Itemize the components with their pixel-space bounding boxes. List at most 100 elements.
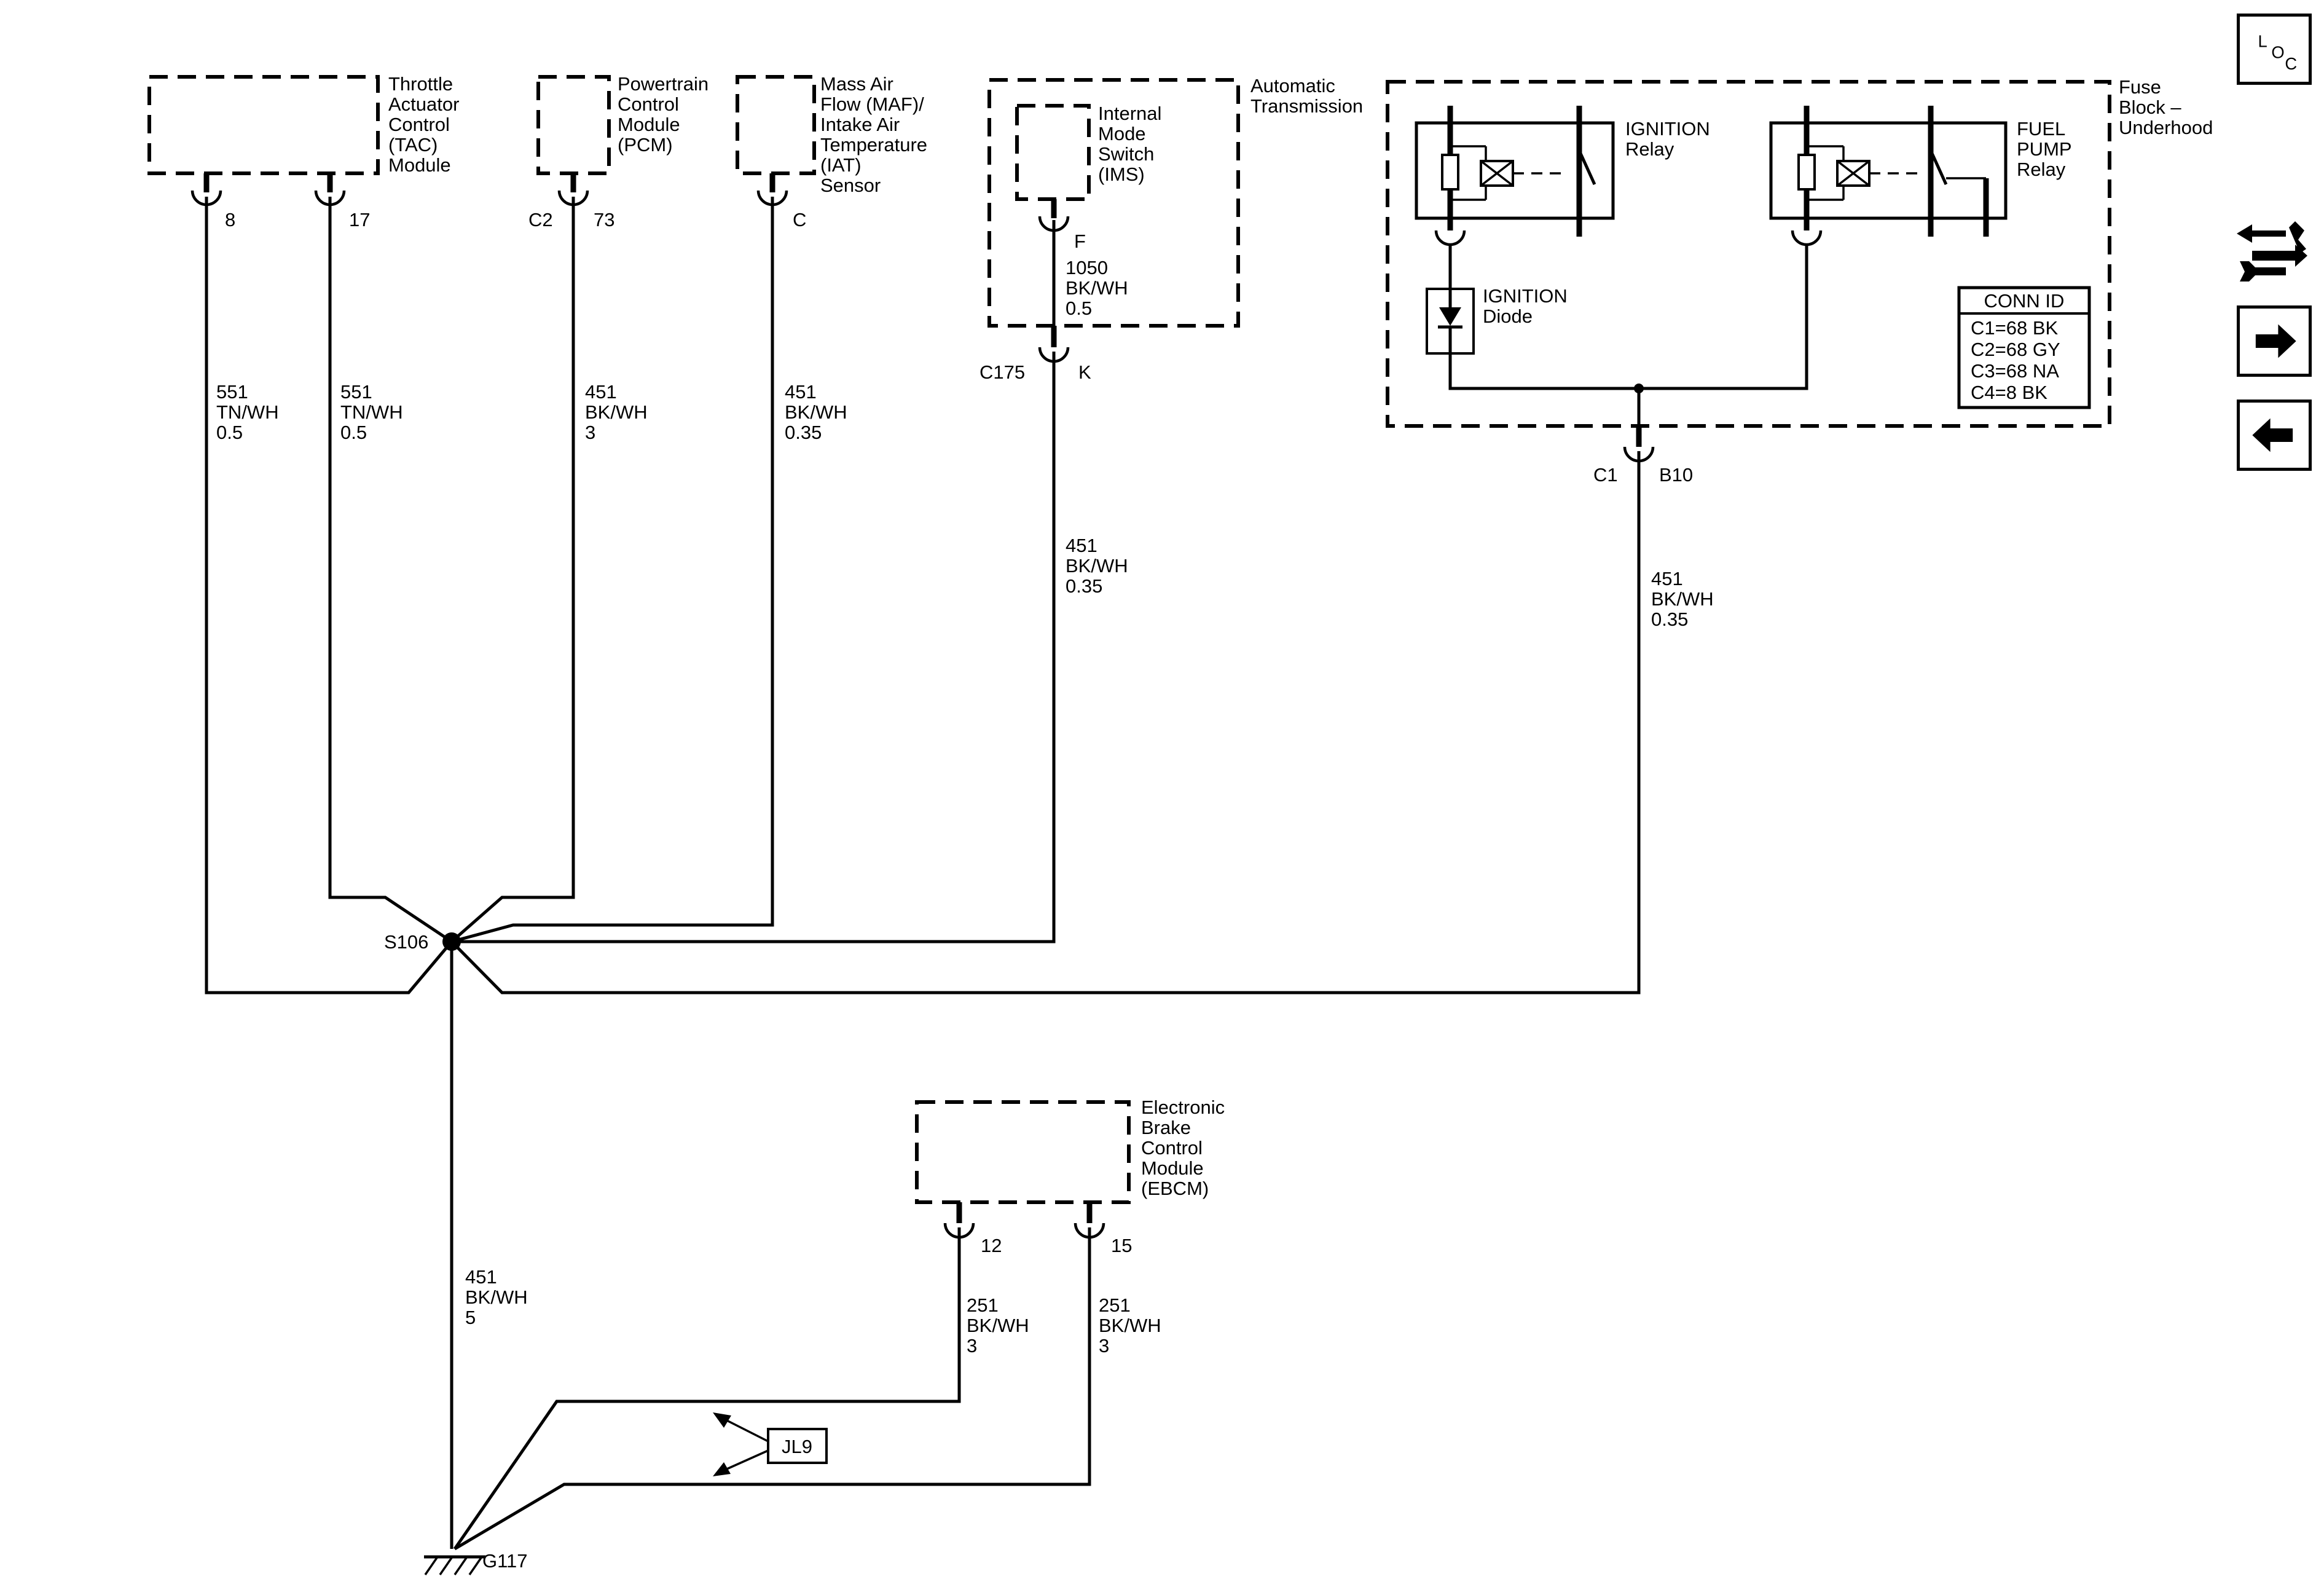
svg-text:Throttle: Throttle	[388, 73, 453, 95]
pin-label: 73	[594, 209, 614, 230]
svg-text:3: 3	[967, 1335, 977, 1357]
svg-text:Transmission: Transmission	[1250, 95, 1363, 117]
svg-text:BK/WH: BK/WH	[1066, 277, 1128, 299]
svg-text:BK/WH: BK/WH	[967, 1315, 1029, 1336]
arrow-right-icon	[2255, 324, 2296, 358]
svg-text:Sensor: Sensor	[820, 175, 881, 196]
svg-text:(TAC): (TAC)	[388, 134, 438, 156]
svg-text:Actuator: Actuator	[388, 93, 459, 115]
svg-text:BK/WH: BK/WH	[465, 1286, 528, 1308]
svg-text:IGNITION: IGNITION	[1625, 118, 1710, 140]
svg-text:451: 451	[465, 1266, 497, 1288]
svg-text:Brake: Brake	[1141, 1117, 1191, 1138]
pin-label: F	[1074, 230, 1086, 252]
arrow-left-icon	[2252, 418, 2293, 452]
wire-maf-c	[451, 197, 774, 943]
next-page-button[interactable]	[2237, 305, 2312, 377]
svg-text:BK/WH: BK/WH	[1651, 588, 1714, 610]
conn-id-row: C4=8 BK	[1971, 382, 2047, 403]
svg-text:0.5: 0.5	[216, 422, 243, 443]
automatic-transmission-box	[987, 78, 1240, 328]
wire-label-ims: 1050 BK/WH 0.5	[1066, 257, 1128, 319]
pin-label: B10	[1659, 464, 1693, 486]
wire-label-c175: 451 BK/WH 0.35	[1066, 535, 1128, 597]
svg-text:BK/WH: BK/WH	[785, 401, 847, 423]
svg-text:Underhood: Underhood	[2119, 117, 2213, 138]
conn-id-title: CONN ID	[1984, 290, 2065, 312]
wire-label-pcm: 451 BK/WH 3	[585, 381, 648, 443]
wire-label-maf: 451 BK/WH 0.35	[785, 381, 847, 443]
svg-text:0.5: 0.5	[340, 422, 367, 443]
svg-text:3: 3	[585, 422, 595, 443]
label-ims: Internal Mode Switch (IMS)	[1098, 103, 1161, 185]
pin-label: 12	[981, 1235, 1002, 1256]
svg-text:451: 451	[1066, 535, 1097, 556]
conn-id-row: C1=68 BK	[1971, 317, 2059, 339]
svg-text:Intake Air: Intake Air	[820, 114, 900, 135]
svg-text:Relay: Relay	[1625, 138, 1674, 160]
svg-text:PUMP: PUMP	[2017, 138, 2072, 160]
wires	[205, 197, 1641, 1551]
ground-label: G117	[482, 1550, 528, 1572]
svg-text:Automatic: Automatic	[1250, 75, 1335, 96]
pin-label: C	[793, 209, 806, 230]
svg-text:0.35: 0.35	[1066, 575, 1102, 597]
wire-ebcm-15	[453, 1227, 1091, 1551]
svg-text:451: 451	[585, 381, 617, 403]
svg-text:Control: Control	[388, 114, 450, 135]
tac-module-box	[147, 75, 380, 175]
svg-text:BK/WH: BK/WH	[1099, 1315, 1161, 1336]
svg-text:FUEL: FUEL	[2017, 118, 2065, 140]
svg-text:Relay: Relay	[2017, 159, 2066, 180]
svg-text:TN/WH: TN/WH	[216, 401, 279, 423]
loc-icon: L O C	[2258, 31, 2298, 73]
conn-id-row: C2=68 GY	[1971, 339, 2060, 360]
wire-fuse-block-b10	[450, 451, 1641, 994]
svg-text:Control: Control	[618, 93, 679, 115]
svg-text:BK/WH: BK/WH	[585, 401, 648, 423]
svg-text:251: 251	[967, 1294, 999, 1316]
conn-id-row: C3=68 NA	[1971, 360, 2059, 382]
svg-text:0.35: 0.35	[785, 422, 822, 443]
fuel-pump-relay	[1769, 106, 2008, 246]
wire-label-fuse-block: 451 BK/WH 0.35	[1651, 568, 1714, 630]
svg-text:Block –: Block –	[2119, 96, 2181, 118]
ground-symbol	[424, 1555, 485, 1575]
svg-text:BK/WH: BK/WH	[1066, 555, 1128, 577]
svg-text:0.35: 0.35	[1651, 608, 1688, 630]
svg-text:(PCM): (PCM)	[618, 134, 673, 156]
label-ebcm: Electronic Brake Control Module (EBCM)	[1141, 1097, 1225, 1199]
label-ignition-relay: IGNITION Relay	[1625, 118, 1710, 160]
wire-ebcm-12	[453, 1227, 961, 1550]
svg-text:TN/WH: TN/WH	[340, 401, 403, 423]
wire-c175	[452, 352, 1056, 943]
svg-text:Mass Air: Mass Air	[820, 73, 893, 95]
loc-button[interactable]: L O C	[2237, 14, 2312, 85]
svg-text:O: O	[2271, 43, 2284, 62]
wire-label-ebcm-15: 251 BK/WH 3	[1099, 1294, 1161, 1357]
jumper-jl9	[713, 1412, 828, 1476]
svg-text:Module: Module	[1141, 1157, 1204, 1179]
svg-text:Module: Module	[388, 154, 451, 176]
svg-text:Switch: Switch	[1098, 143, 1154, 165]
svg-text:L: L	[2258, 31, 2267, 50]
pcm-box	[536, 75, 611, 175]
svg-text:1050: 1050	[1066, 257, 1108, 278]
ignition-relay	[1415, 106, 1615, 246]
conn-id-table: CONN ID C1=68 BK C2=68 GY C3=68 NA C4=8 …	[1957, 286, 2091, 409]
svg-text:Module: Module	[618, 114, 680, 135]
previous-page-button[interactable]	[2237, 400, 2312, 471]
label-tac-module: Throttle Actuator Control (TAC) Module	[388, 73, 459, 176]
connector-label: C2	[528, 209, 553, 230]
maf-sensor-box	[736, 75, 816, 175]
svg-text:Control: Control	[1141, 1137, 1203, 1159]
tools-button[interactable]	[2234, 215, 2314, 283]
svg-text:Electronic: Electronic	[1141, 1097, 1225, 1118]
ebcm-box	[915, 1100, 1131, 1204]
pin-label: 8	[225, 209, 235, 230]
svg-text:5: 5	[465, 1307, 476, 1328]
svg-text:451: 451	[785, 381, 817, 403]
svg-text:3: 3	[1099, 1335, 1109, 1357]
wire-tac-17	[328, 197, 453, 943]
